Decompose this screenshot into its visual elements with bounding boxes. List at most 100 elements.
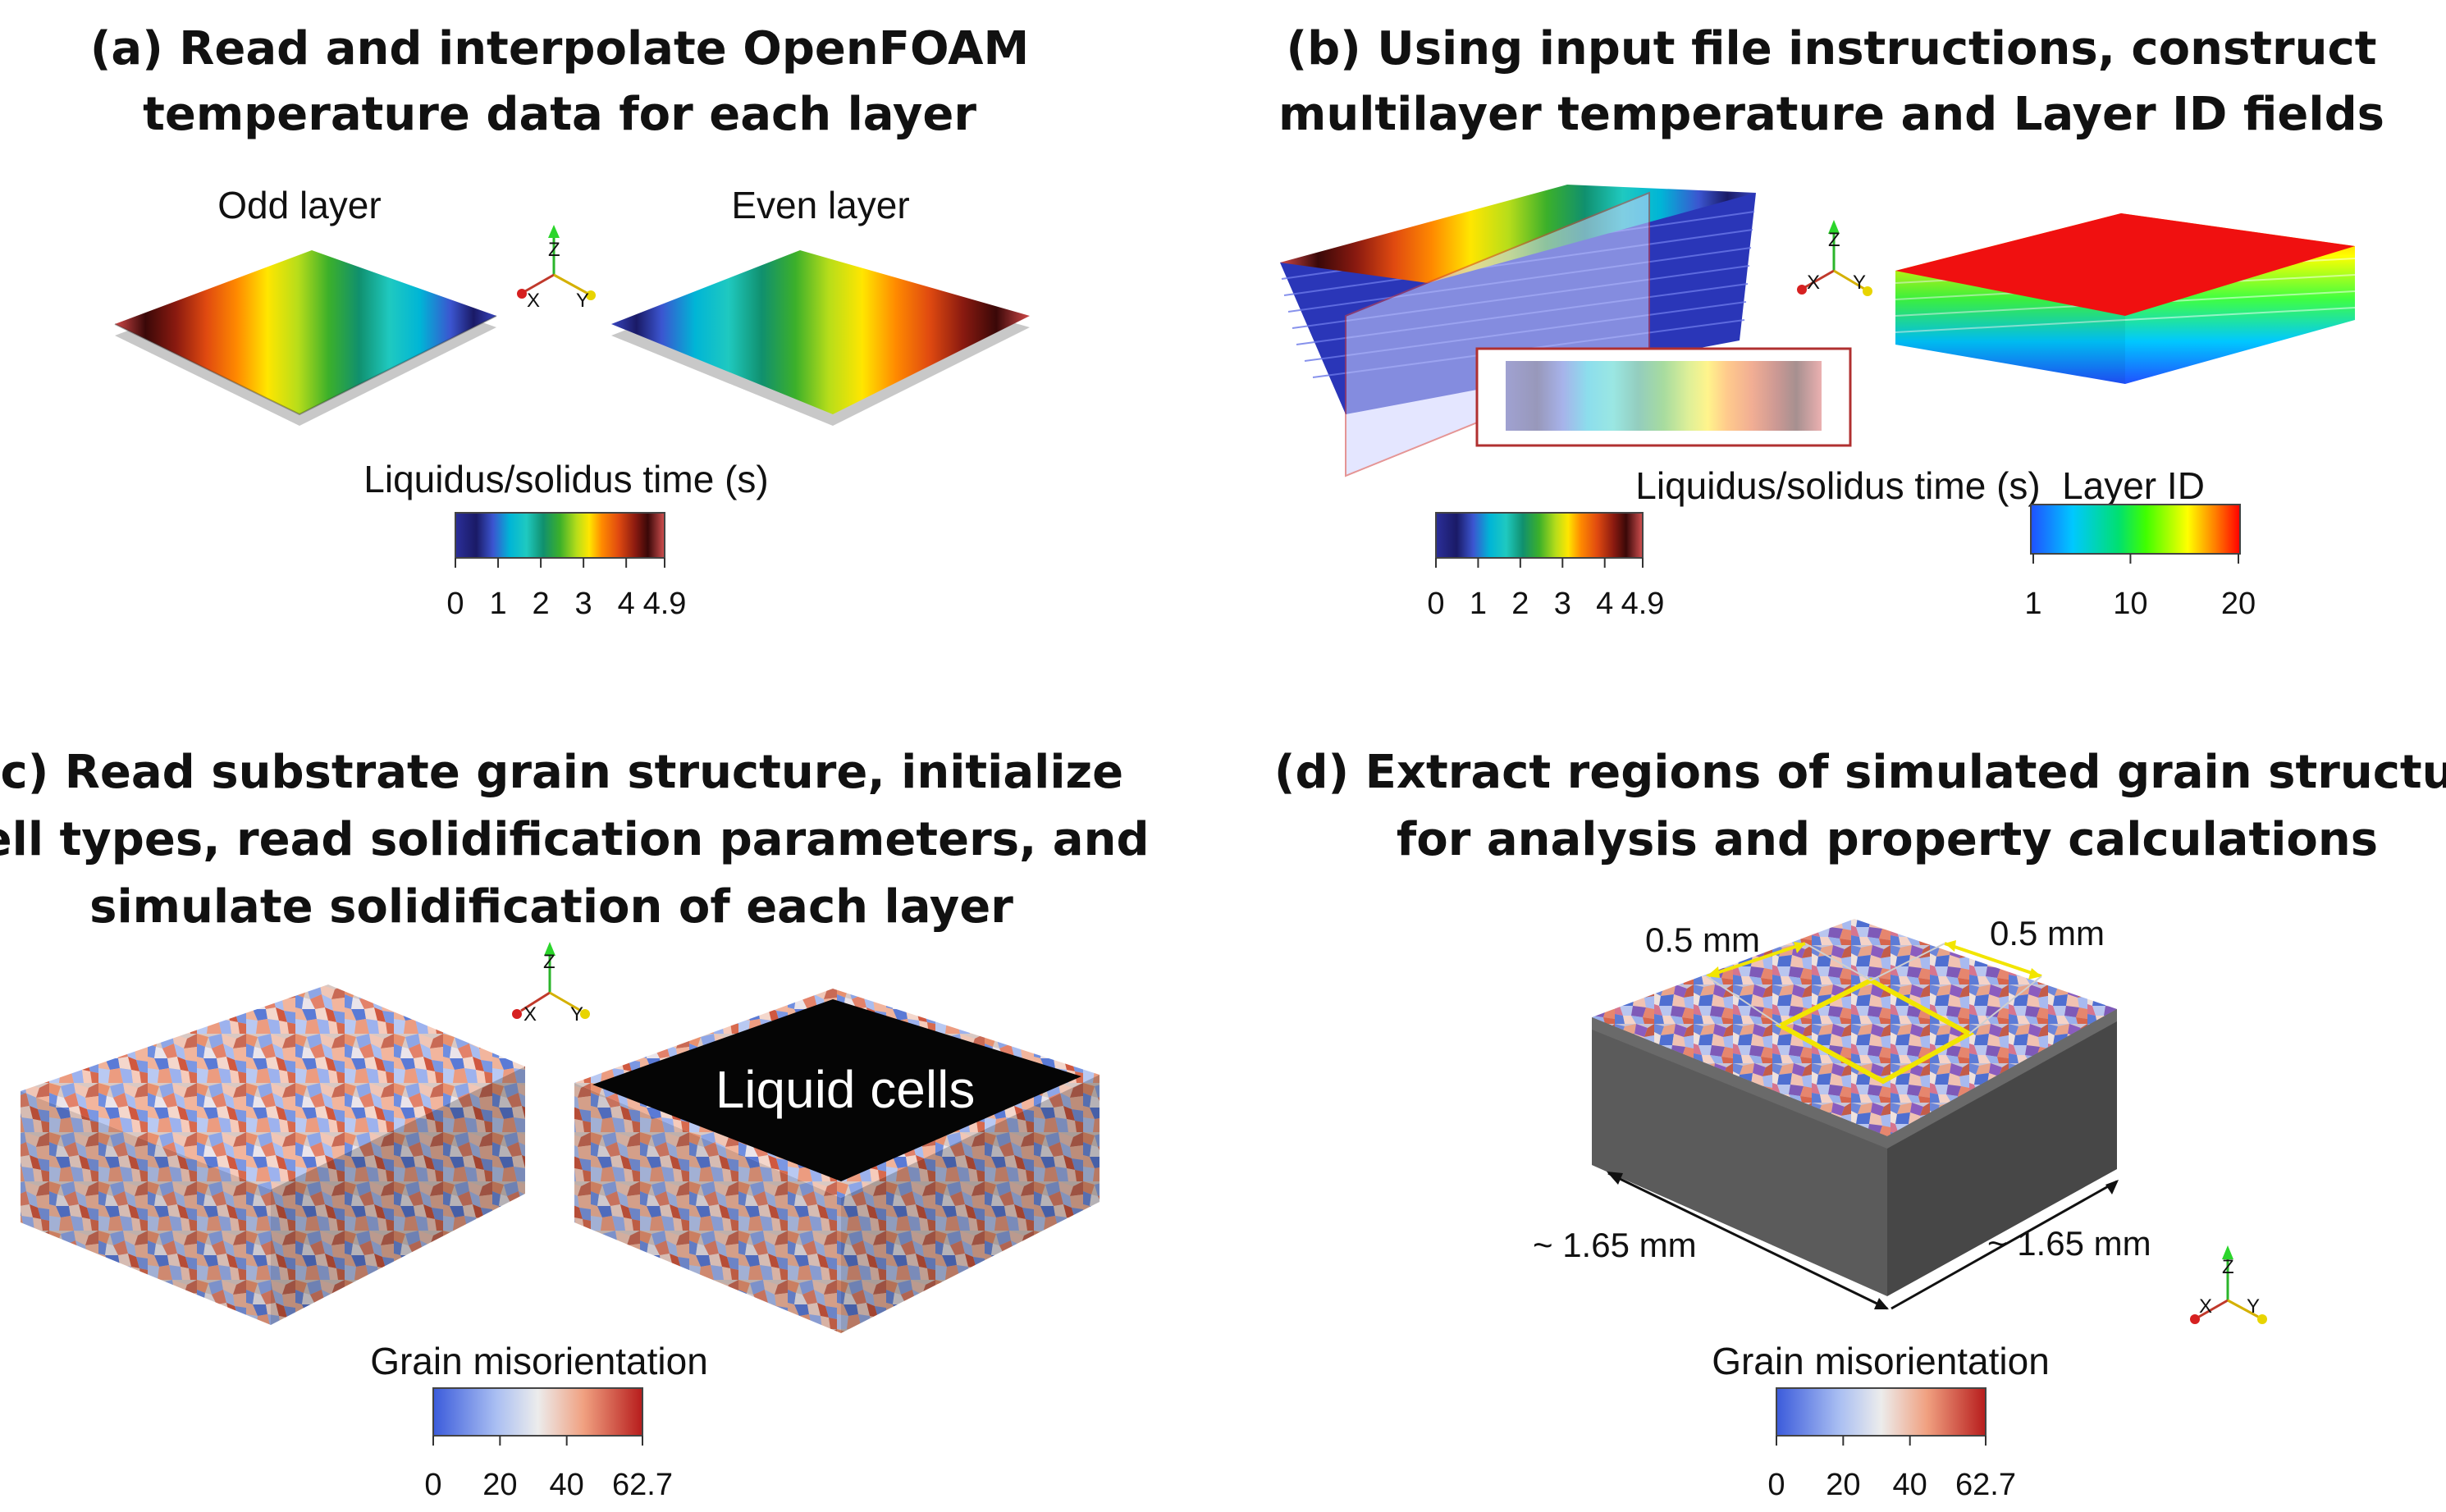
layer-id-stack — [1895, 213, 2356, 384]
y-axis-arrow — [586, 290, 596, 300]
colorbar-tick-label: 4 — [1596, 587, 1613, 621]
y-axis-line — [2227, 1299, 2259, 1318]
y-axis-label: Y — [1853, 272, 1866, 294]
dim-right-bottom: ~ 1.65 mm — [1987, 1224, 2151, 1263]
odd-layer-plate — [114, 250, 497, 426]
panel-d: (d) Extract regions of simulated grain s… — [1274, 746, 2446, 1502]
dim-right-top: 0.5 mm — [1990, 914, 2105, 952]
layer-id-colorbar-ticks: 1 10 20 — [2024, 554, 2256, 621]
colorbar-d-title: Grain misorientation — [1712, 1340, 2050, 1382]
colorbar-tick-label: 20 — [2221, 587, 2256, 621]
z-axis-arrow — [548, 225, 560, 238]
liquid-cells-label: Liquid cells — [716, 1060, 976, 1119]
x-axis-arrow — [1797, 285, 1807, 295]
colorbar-tick-label: 4 — [618, 587, 635, 621]
y-axis-arrow — [580, 1009, 590, 1019]
panel-a: (a) Read and interpolate OpenFOAM temper… — [90, 22, 1030, 621]
colorbar-tick-label: 0 — [1767, 1468, 1785, 1502]
z-axis-label: Z — [2222, 1256, 2234, 1278]
x-axis-arrow — [512, 1009, 522, 1019]
panel-d-title-line1: (d) Extract regions of simulated grain s… — [1274, 746, 2446, 799]
colorbar-tick-label: 62.7 — [1955, 1468, 2016, 1502]
panel-c-title-line3: simulate solidification of each layer — [89, 880, 1013, 934]
x-axis-line — [1804, 269, 1835, 289]
colorbar-tick-label: 0 — [1427, 587, 1444, 621]
x-axis-label: X — [2199, 1295, 2212, 1318]
colorbar-tick-label: 40 — [550, 1468, 584, 1502]
colorbar-tick-label: 2 — [1511, 587, 1529, 621]
z-axis-arrow — [544, 942, 555, 956]
odd-layer-label: Odd layer — [217, 184, 381, 226]
x-axis-label: X — [1807, 272, 1820, 294]
axes-triad-b: Z X Y — [1797, 220, 1872, 296]
y-axis-arrow — [2257, 1314, 2267, 1324]
substrate-block — [21, 984, 525, 1325]
even-layer-label: Even layer — [731, 184, 909, 226]
x-axis-line — [520, 991, 551, 1012]
colorbar-tick-label: 1 — [489, 587, 506, 621]
panel-c-title-line1: (c) Read substrate grain structure, init… — [0, 746, 1123, 799]
axes-triad-c: Z X Y — [512, 942, 590, 1026]
colorbar-tick-label: 0 — [424, 1468, 441, 1502]
panel-b: (b) Using input file instructions, const… — [1278, 22, 2384, 621]
colorbar-a-title: Liquidus/solidus time (s) — [363, 458, 768, 500]
dimension-arrows-bottom — [1607, 1172, 2119, 1310]
y-axis-label: Y — [570, 1003, 583, 1026]
z-axis-label: Z — [543, 951, 555, 973]
x-axis-line — [2198, 1299, 2229, 1318]
colorbar-tick-label: 3 — [575, 587, 592, 621]
z-axis-arrow — [2222, 1245, 2233, 1259]
liquid-cells-block: Liquid cells — [574, 989, 1100, 1333]
colorbar-tick-label: 1 — [2024, 587, 2041, 621]
colorbar-c — [432, 1387, 643, 1437]
y-axis-arrow — [1863, 286, 1872, 296]
colorbar-tick-label: 40 — [1893, 1468, 1927, 1502]
x-axis-label: X — [527, 290, 540, 312]
x-axis-label: X — [523, 1003, 537, 1026]
colorbar-d — [1776, 1387, 1987, 1437]
y-axis-line — [549, 991, 582, 1012]
dim-left-bottom: ~ 1.65 mm — [1533, 1226, 1697, 1264]
colorbar-a — [455, 512, 665, 559]
colorbar-tick-label: 0 — [446, 587, 464, 621]
panel-d-title-line2: for analysis and property calculations — [1397, 813, 2378, 866]
panel-c: (c) Read substrate grain structure, init… — [0, 746, 1150, 1502]
even-layer-plate — [611, 250, 1030, 426]
colorbar-tick-label: 20 — [482, 1468, 517, 1502]
panel-b-title-line1: (b) Using input file instructions, const… — [1286, 22, 2376, 75]
grain-structure-block — [1592, 919, 2117, 1296]
colorbar-b — [1435, 512, 1644, 559]
axes-triad-d: Z X Y — [2190, 1245, 2267, 1324]
colorbar-tick-label: 62.7 — [612, 1468, 673, 1502]
colorbar-tick-label: 4.9 — [1621, 587, 1665, 621]
y-axis-label: Y — [2247, 1295, 2260, 1318]
y-axis-line — [553, 273, 587, 295]
panel-a-title-line1: (a) Read and interpolate OpenFOAM — [90, 22, 1029, 75]
colorbar-tick-label: 10 — [2113, 587, 2147, 621]
colorbar-tick-label: 2 — [533, 587, 550, 621]
colorbar-tick-label: 20 — [1826, 1468, 1860, 1502]
colorbar-d-ticks: 0 20 40 62.7 — [1767, 1436, 2016, 1502]
panel-c-title-line2: cell types, read solidification paramete… — [0, 813, 1150, 866]
panel-b-title-line2: multilayer temperature and Layer ID fiel… — [1278, 88, 2384, 141]
axes-triad-a: Z X Y — [517, 225, 596, 312]
z-axis-label: Z — [548, 239, 560, 261]
layer-id-colorbar — [2030, 504, 2241, 555]
colorbar-tick-label: 4.9 — [643, 587, 687, 621]
colorbar-tick-label: 3 — [1554, 587, 1571, 621]
colorbar-c-title: Grain misorientation — [370, 1340, 708, 1382]
y-axis-label: Y — [576, 290, 589, 312]
x-axis-arrow — [2190, 1314, 2200, 1324]
z-axis-label: Z — [1828, 229, 1840, 251]
cross-section-inset — [1475, 347, 1852, 447]
colorbar-b-title: Liquidus/solidus time (s) — [1635, 464, 2040, 507]
x-axis-arrow — [517, 289, 527, 299]
x-axis-line — [524, 273, 555, 293]
colorbar-c-ticks: 0 20 40 62.7 — [424, 1436, 673, 1502]
layer-id-colorbar-title: Layer ID — [2062, 464, 2205, 507]
panel-a-title-line2: temperature data for each layer — [143, 88, 976, 141]
colorbar-tick-label: 1 — [1470, 587, 1487, 621]
